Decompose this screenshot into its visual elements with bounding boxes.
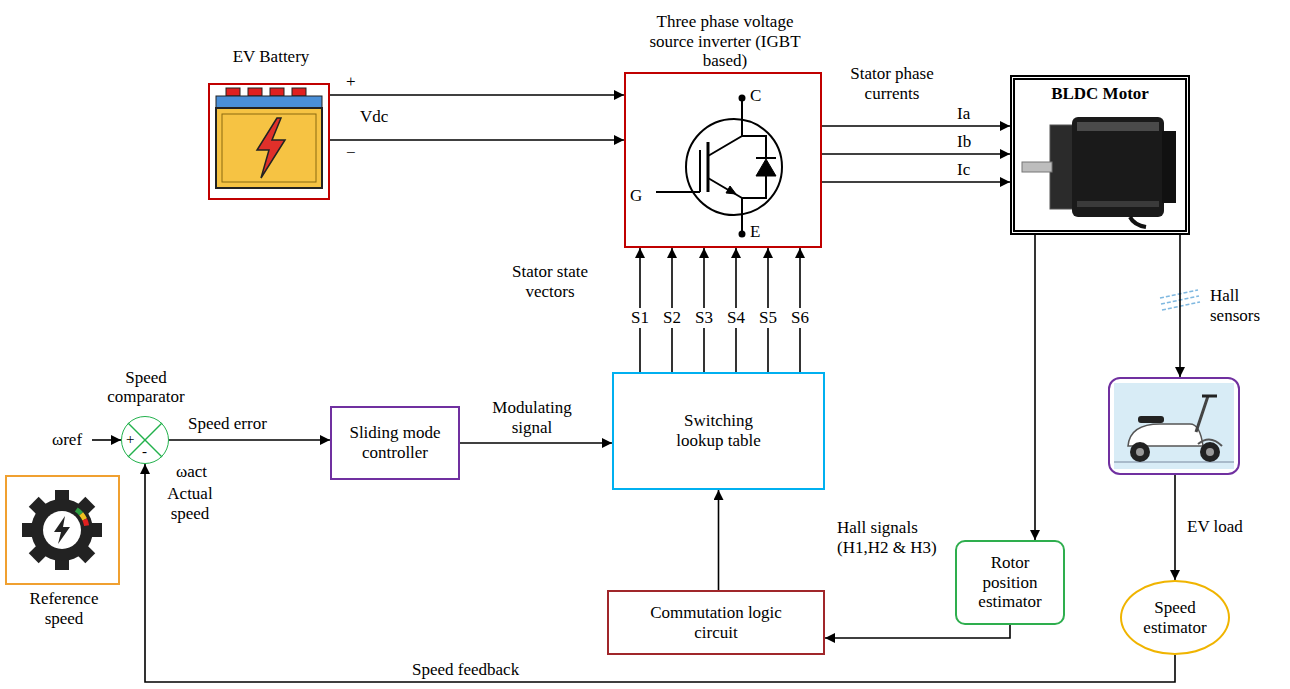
signal-arrow <box>718 490 720 590</box>
pin-name: E <box>750 222 760 242</box>
edge-label: S1 <box>629 308 651 328</box>
edge-label: Ia <box>955 104 972 124</box>
load-box: EV load <box>1108 377 1240 475</box>
edge-label: Speed feedback <box>410 660 521 680</box>
signal-arrow <box>822 153 1010 155</box>
signal-arrow <box>330 94 624 96</box>
estimator-ellipse: Speed estimator <box>1120 580 1230 655</box>
inverter-box: Three phase voltage source inverter (IGB… <box>624 72 822 248</box>
edge-label: Speed error <box>186 414 269 434</box>
edge-label: S5 <box>757 308 779 328</box>
signal-group-label: Stator state vectors <box>500 262 600 301</box>
box-caption: Reference speed <box>19 589 109 628</box>
pin-name: C <box>750 86 761 106</box>
reference-input-arrow <box>92 439 121 441</box>
gear-icon <box>22 490 102 570</box>
node-text: Switching lookup table <box>670 411 767 450</box>
signal-note: Actual speed <box>160 484 220 523</box>
terminal-sign: + <box>346 72 356 92</box>
signal-arrow <box>1034 235 1036 540</box>
battery-box: EV Battery <box>208 83 330 200</box>
edge-label: Hall sensors <box>1208 286 1282 325</box>
box-heading: Speed comparator <box>97 368 195 407</box>
lookup-box: Switching lookup table <box>612 372 825 490</box>
signal-arrow <box>1179 235 1181 377</box>
signal-group-label: Stator phase currents <box>836 64 948 103</box>
edge-label: S2 <box>661 308 683 328</box>
signal-name: ωact <box>176 462 207 482</box>
scooter-picture <box>1114 383 1234 469</box>
edge-label: S3 <box>693 308 715 328</box>
signal-arrow <box>822 181 1010 183</box>
signal-arrow <box>822 125 1010 127</box>
node-text: Speed estimator <box>1136 598 1214 637</box>
signal-arrow <box>825 625 1010 638</box>
node-text: Sliding mode controller <box>344 423 446 462</box>
node-text: Commutation logic circuit <box>647 603 785 642</box>
reference-box: Reference speed <box>5 475 120 585</box>
edge-label: Modulating signal <box>480 398 584 437</box>
sign-symbol: + <box>126 429 134 449</box>
sign-symbol: - <box>142 444 147 458</box>
signal-arrow <box>145 464 1175 682</box>
logic-box: Commutation logic circuit <box>607 590 825 655</box>
signal-arrow <box>330 139 624 141</box>
signal-arrow <box>169 439 330 441</box>
pin-name: G <box>630 186 642 206</box>
signal-name: ωref <box>52 430 82 450</box>
summing-junction: Speed comparator+- <box>121 416 169 464</box>
terminal-sign: − <box>346 143 356 163</box>
edge-label: S4 <box>725 308 747 328</box>
battery-icon <box>216 88 322 188</box>
box-title: BLDC Motor <box>1015 84 1185 104</box>
motor-box: BLDC Motor <box>1010 75 1190 235</box>
controller-box: Sliding mode controller <box>330 406 460 480</box>
estimator-box: Rotor position estimator <box>955 540 1065 625</box>
node-text: Rotor position estimator <box>971 553 1049 612</box>
edge-label: Hall signals (H1,H2 & H3) <box>835 518 951 557</box>
signal-arrow <box>1174 475 1176 580</box>
edge-label: S6 <box>789 308 811 328</box>
box-heading: EV Battery <box>190 47 352 67</box>
box-caption: EV load <box>1187 517 1243 537</box>
edge-label: Ib <box>955 132 973 152</box>
igbt-symbol <box>656 96 782 237</box>
signal-name: Vdc <box>360 107 388 127</box>
edge-label: Ic <box>955 160 972 180</box>
motor-picture <box>1022 117 1176 227</box>
box-heading: Three phase voltage source inverter (IGB… <box>645 12 805 71</box>
signal-arrow <box>460 442 612 444</box>
